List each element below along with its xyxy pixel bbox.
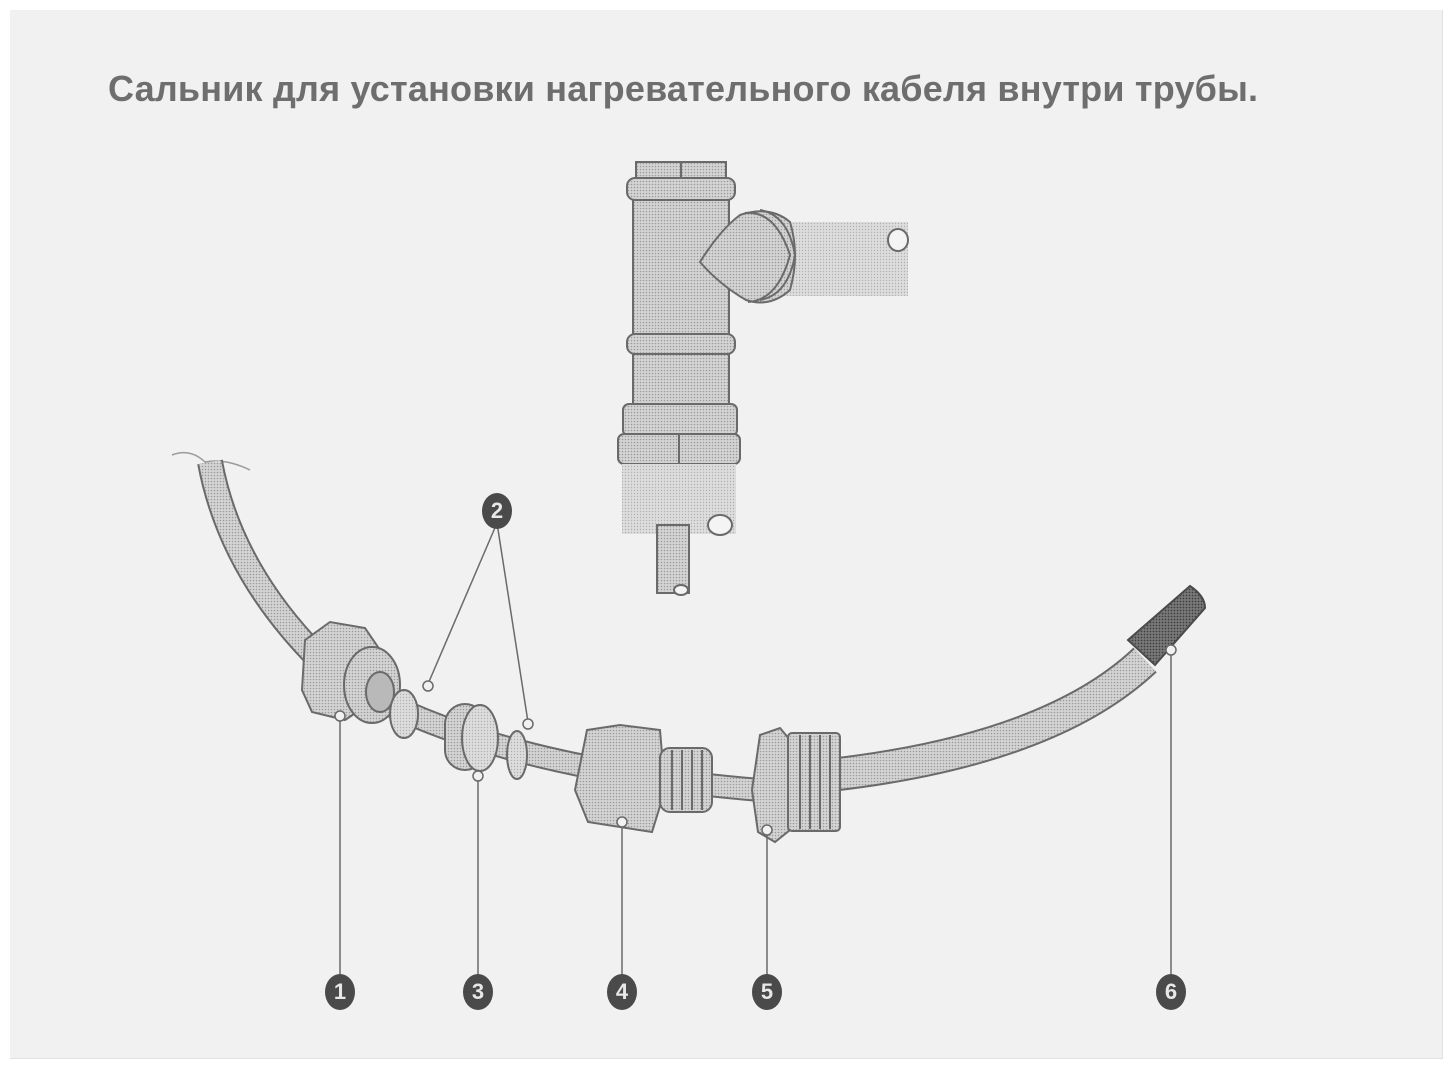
callout-4: 4: [607, 974, 637, 1010]
callout-6: 6: [1156, 974, 1186, 1010]
callout-1: 1: [325, 974, 355, 1010]
washer-2: [506, 730, 528, 780]
threaded-bushing: [300, 620, 401, 724]
cable-gland-exploded-view: [171, 451, 1207, 975]
pipe-tee-with-gland-icon: [617, 161, 909, 596]
callout-2: 2: [482, 493, 512, 529]
callout-5: 5: [752, 974, 782, 1010]
washer-1: [389, 689, 419, 739]
diagram-title: Сальник для установки нагревательного ка…: [108, 68, 1259, 109]
threaded-fitting: [750, 726, 841, 844]
callout-3: 3: [463, 974, 493, 1010]
union-nut: [573, 723, 713, 834]
leader-lines: [334, 522, 1177, 975]
seal-ring: [444, 703, 499, 772]
